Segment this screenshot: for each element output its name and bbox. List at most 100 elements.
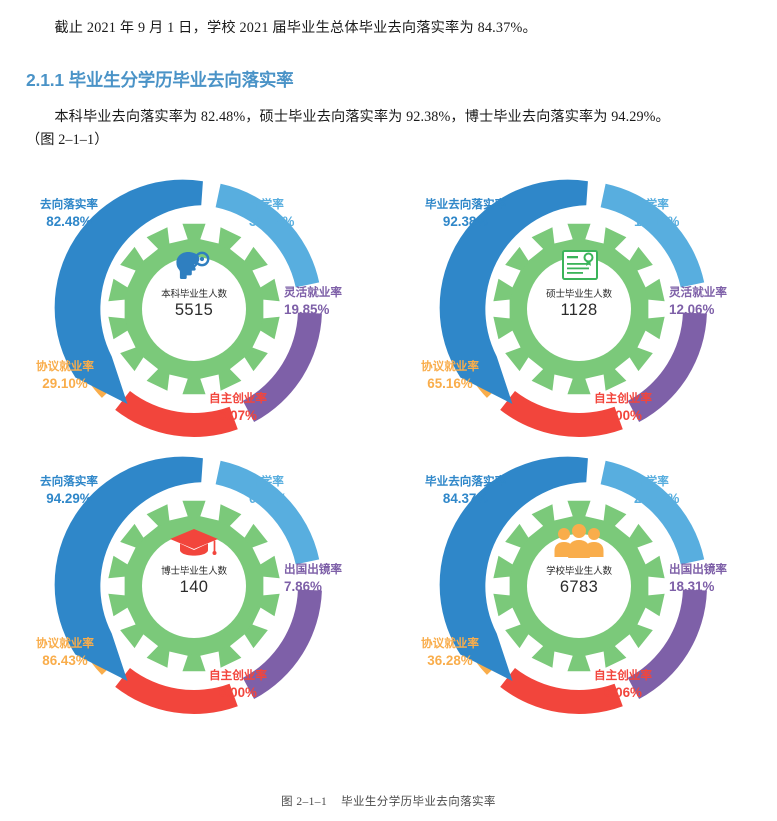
gear-hole <box>142 533 246 638</box>
segment-blue-arrow <box>439 456 588 681</box>
label-top-left: 去向落实率 82.48% <box>40 198 98 230</box>
label-name: 升学率 <box>634 197 669 211</box>
section-heading: 2.1.1 毕业生分学历毕业去向落实率 <box>26 70 294 91</box>
label-value: 0.00% <box>249 490 287 506</box>
segment-sky <box>215 183 320 288</box>
ring-wrapper: 学校毕业生人数 6783 毕业去向落实率 84.37% 升学率 29.72% 出… <box>421 451 729 721</box>
label-name: 去向落实率 <box>40 474 98 488</box>
label-bottom-left: 协议就业率 36.28% <box>421 637 479 669</box>
body-paragraph-line1: 本科毕业去向落实率为 82.48%，硕士毕业去向落实率为 92.38%，博士毕业… <box>54 109 670 126</box>
label-name: 升学率 <box>249 474 284 488</box>
segment-blue-arrow <box>54 456 203 681</box>
segment-red <box>500 390 623 437</box>
ring-wrapper: 本科毕业生人数 5515 去向落实率 82.48% 升学率 33.45% 灵活就… <box>36 174 344 444</box>
ring-diagram <box>439 456 707 714</box>
label-name: 灵活就业率 <box>284 285 342 299</box>
segment-purple <box>242 589 322 699</box>
label-bottom-left: 协议就业率 86.43% <box>36 637 94 669</box>
label-top-right: 升学率 0.00% <box>249 475 287 507</box>
label-right: 出国出镜率 18.31% <box>669 563 727 595</box>
center-icon <box>547 523 611 563</box>
segment-sky <box>215 460 320 565</box>
center-icon <box>162 523 226 563</box>
label-name: 灵活就业率 <box>669 285 727 299</box>
label-value: 0.06% <box>604 684 642 700</box>
label-value: 18.31% <box>669 578 715 594</box>
label-top-left: 毕业去向落实率 92.38% <box>425 198 506 230</box>
segment-sky <box>600 460 705 565</box>
segment-blue-arrow <box>54 179 203 404</box>
label-top-left: 毕业去向落实率 84.37% <box>425 475 506 507</box>
label-value: 7.86% <box>284 578 322 594</box>
label-value: 0.07% <box>219 407 257 423</box>
segment-sky <box>600 183 705 288</box>
label-name: 自主创业率 <box>209 391 267 405</box>
label-name: 协议就业率 <box>36 636 94 650</box>
label-right: 出国出镜率 7.86% <box>284 563 342 595</box>
label-name: 毕业去向落实率 <box>425 197 507 211</box>
label-name: 出国出镜率 <box>284 562 342 576</box>
ring-diagram <box>54 179 322 437</box>
label-top-right: 升学率 33.45% <box>249 198 294 230</box>
intro-paragraph: 截止 2021 年 9 月 1 日，学校 2021 届毕业生总体毕业去向落实率为… <box>54 20 537 36</box>
label-top-left: 去向落实率 94.29% <box>40 475 98 507</box>
label-name: 协议就业率 <box>421 359 479 373</box>
label-bottom-left: 协议就业率 65.16% <box>421 360 479 392</box>
ring-diagram <box>439 179 707 437</box>
label-bottom-right: 自主创业率 0.06% <box>594 669 652 701</box>
label-value: 15.16% <box>634 213 680 229</box>
head-brain-icon <box>176 251 210 279</box>
label-name: 升学率 <box>634 474 669 488</box>
label-name: 自主创业率 <box>209 668 267 682</box>
label-value: 19.85% <box>284 301 330 317</box>
center-icon <box>547 246 611 286</box>
center-icon <box>162 246 226 286</box>
label-value: 36.28% <box>427 652 473 668</box>
label-right: 灵活就业率 19.85% <box>284 286 342 318</box>
label-value: 65.16% <box>427 375 473 391</box>
ring-diagram <box>54 456 322 714</box>
segment-purple <box>627 589 707 699</box>
label-value: 0.00% <box>604 407 642 423</box>
segment-blue-arrow <box>439 179 588 404</box>
certificate-icon <box>562 249 598 280</box>
label-name: 升学率 <box>249 197 284 211</box>
chart-school: 学校毕业生人数 6783 毕业去向落实率 84.37% 升学率 29.72% 出… <box>385 443 773 728</box>
document-body: 截止 2021 年 9 月 1 日，学校 2021 届毕业生总体毕业去向落实率为… <box>0 0 777 152</box>
label-name: 协议就业率 <box>36 359 94 373</box>
body-paragraph-line2: （图 2–1–1） <box>26 132 109 149</box>
gear-hole <box>527 256 631 361</box>
label-value: 86.43% <box>42 652 88 668</box>
segment-purple <box>242 312 322 422</box>
label-name: 去向落实率 <box>40 197 98 211</box>
figure-charts-grid: 本科毕业生人数 5515 去向落实率 82.48% 升学率 33.45% 灵活就… <box>0 166 777 746</box>
label-value: 29.72% <box>634 490 680 506</box>
label-value: 12.06% <box>669 301 715 317</box>
label-value: 29.10% <box>42 375 88 391</box>
people-group-icon <box>554 523 604 558</box>
ring-wrapper: 硕士毕业生人数 1128 毕业去向落实率 92.38% 升学率 15.16% 灵… <box>421 174 729 444</box>
label-right: 灵活就业率 12.06% <box>669 286 727 318</box>
label-bottom-right: 自主创业率 0.07% <box>209 392 267 424</box>
label-top-right: 升学率 15.16% <box>634 198 679 230</box>
label-bottom-right: 自主创业率 0.00% <box>209 669 267 701</box>
ring-wrapper: 博士毕业生人数 140 去向落实率 94.29% 升学率 0.00% 出国出镜率… <box>36 451 344 721</box>
label-value: 33.45% <box>249 213 295 229</box>
figure-caption: 图 2–1–1 毕业生分学历毕业去向落实率 <box>0 793 777 809</box>
figure-caption-title: 毕业生分学历毕业去向落实率 <box>341 796 496 808</box>
chart-doctor: 博士毕业生人数 140 去向落实率 94.29% 升学率 0.00% 出国出镜率… <box>0 443 388 728</box>
segment-red <box>500 667 623 714</box>
label-value: 84.37% <box>442 490 489 506</box>
segment-red <box>115 390 238 437</box>
gear-hole <box>142 256 246 361</box>
chart-master: 硕士毕业生人数 1128 毕业去向落实率 92.38% 升学率 15.16% 灵… <box>385 166 773 451</box>
label-name: 协议就业率 <box>421 636 479 650</box>
graduation-cap-icon <box>170 528 218 556</box>
figure-caption-number: 图 2–1–1 <box>281 796 328 808</box>
chart-bachelor: 本科毕业生人数 5515 去向落实率 82.48% 升学率 33.45% 灵活就… <box>0 166 388 451</box>
gear-hole <box>527 533 631 638</box>
label-value: 0.00% <box>219 684 257 700</box>
label-bottom-left: 协议就业率 29.10% <box>36 360 94 392</box>
label-top-right: 升学率 29.72% <box>634 475 679 507</box>
label-name: 出国出镜率 <box>669 562 727 576</box>
